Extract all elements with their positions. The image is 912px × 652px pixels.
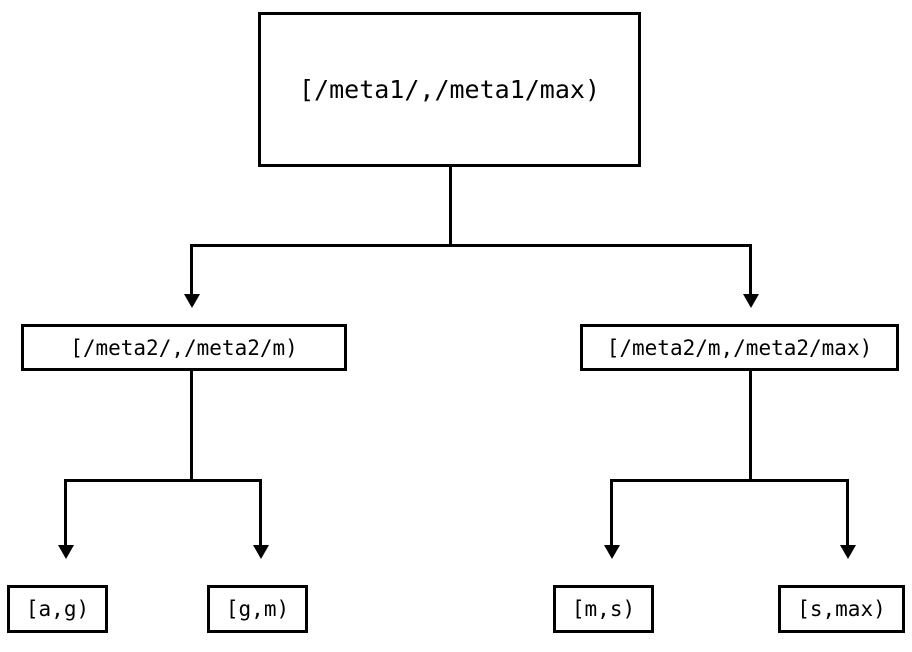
node-root-label: [/meta1/,/meta1/max) — [298, 75, 601, 104]
edge-mid-right-bus — [610, 479, 849, 482]
node-leaf-ag[interactable]: [a,g) — [7, 585, 108, 633]
node-mid-right-label: [/meta2/m,/meta2/max) — [606, 335, 873, 360]
node-leaf-gm-label: [g,m) — [225, 597, 290, 621]
node-mid-left[interactable]: [/meta2/,/meta2/m) — [21, 324, 347, 371]
edge-mid-left-to-leaf-ag-drop — [64, 479, 67, 545]
edge-mid-left-to-leaf-gm-drop — [259, 479, 262, 545]
arrowhead-root-to-mid-left — [184, 294, 200, 308]
node-leaf-gm[interactable]: [g,m) — [207, 585, 308, 633]
edge-root-stem — [449, 167, 452, 245]
node-leaf-ag-label: [a,g) — [25, 597, 90, 621]
node-root[interactable]: [/meta1/,/meta1/max) — [258, 12, 641, 167]
edge-root-bus — [190, 244, 752, 247]
edge-mid-right-stem — [749, 371, 752, 482]
edge-root-to-mid-left-drop — [190, 244, 193, 294]
arrowhead-mid-right-to-leaf-ms — [604, 545, 620, 559]
node-leaf-ms[interactable]: [m,s) — [553, 585, 654, 633]
arrowhead-mid-left-to-leaf-ag — [58, 545, 74, 559]
edge-root-to-mid-right-drop — [749, 244, 752, 294]
node-leaf-smax-label: [s,max) — [797, 597, 886, 621]
node-mid-right[interactable]: [/meta2/m,/meta2/max) — [580, 324, 899, 371]
edge-mid-left-bus — [64, 479, 262, 482]
node-mid-left-label: [/meta2/,/meta2/m) — [70, 335, 298, 360]
arrowhead-mid-left-to-leaf-gm — [253, 545, 269, 559]
edge-mid-right-to-leaf-ms-drop — [610, 479, 613, 545]
node-leaf-ms-label: [m,s) — [571, 597, 636, 621]
edge-mid-left-stem — [190, 371, 193, 482]
edge-mid-right-to-leaf-smax-drop — [846, 479, 849, 545]
arrowhead-mid-right-to-leaf-smax — [840, 545, 856, 559]
arrowhead-root-to-mid-right — [743, 294, 759, 308]
node-leaf-smax[interactable]: [s,max) — [778, 585, 905, 633]
